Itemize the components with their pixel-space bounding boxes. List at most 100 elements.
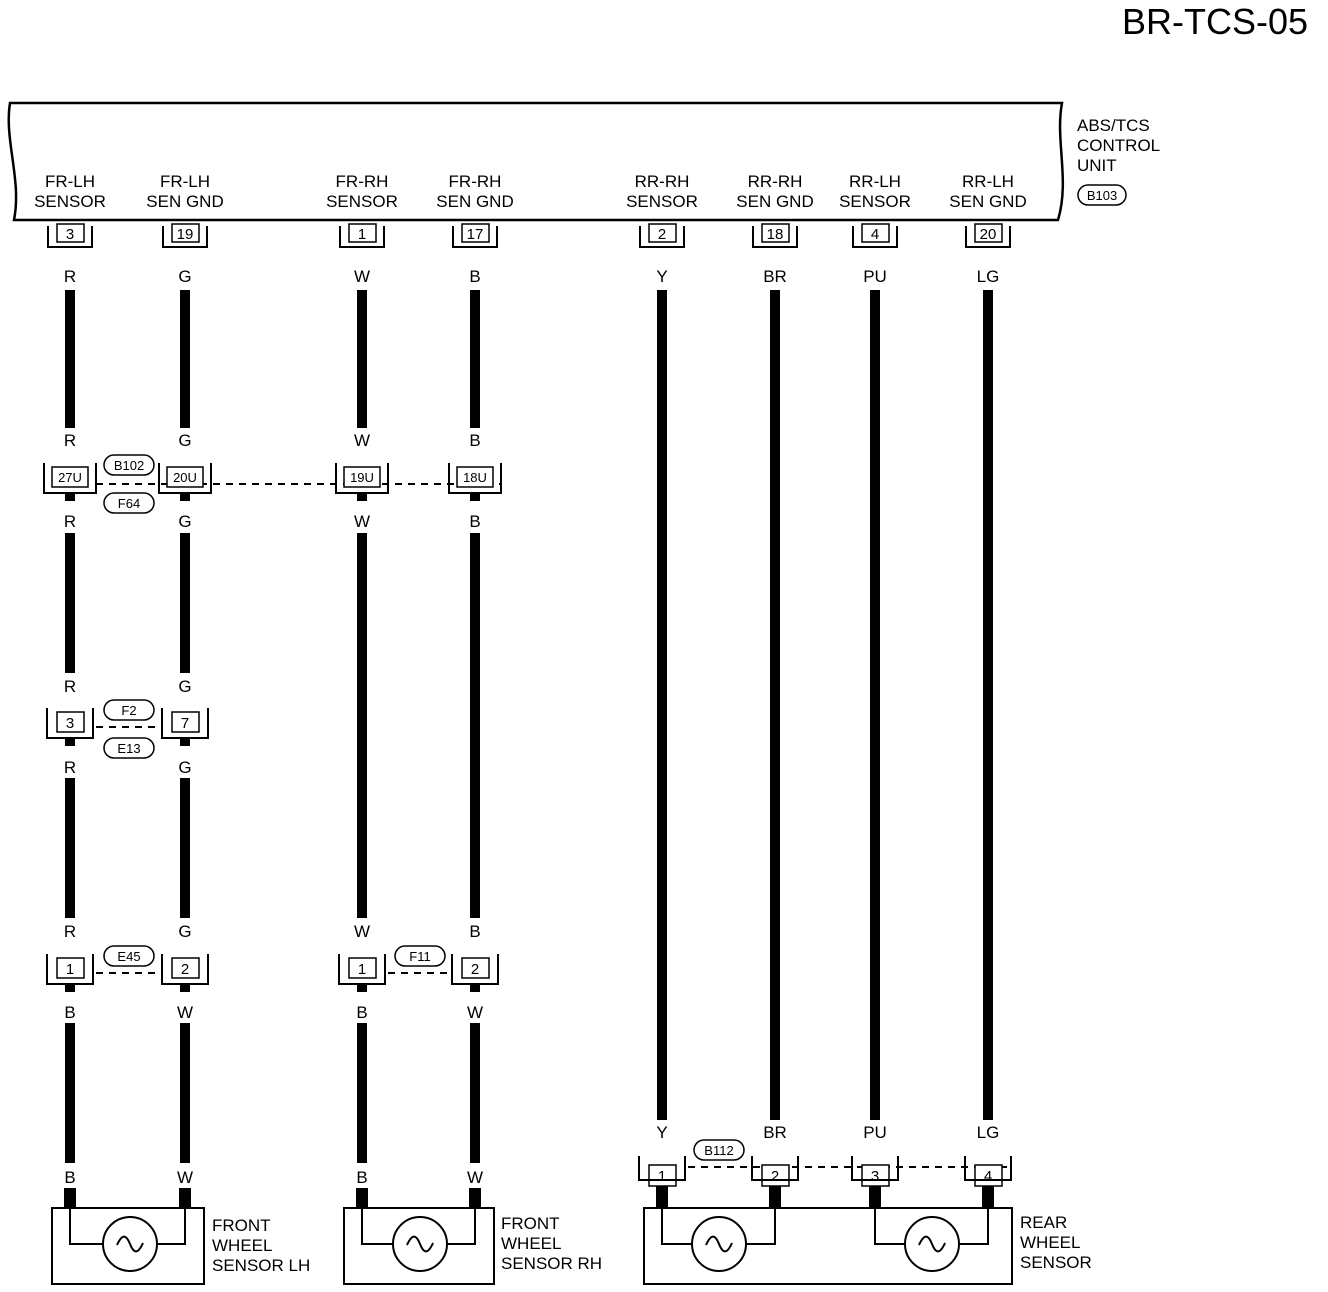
b102-pin-20u: 20U [158, 463, 212, 501]
f2-pin-7: 7 [161, 708, 209, 746]
b102-pin-18u: 18U [448, 463, 502, 501]
cu-wire-color-y: Y [656, 267, 667, 286]
abs-tcs-control-unit: ABS/TCS CONTROL UNIT B103 FR-LH SENSOR F… [7, 101, 1160, 222]
b102-pin-19u-label: 19U [350, 470, 374, 485]
cu-pin-3: 3 R [47, 223, 93, 286]
terminal-fr-lh-sen-gnd-name-1: FR-LH [160, 172, 210, 191]
cu-wire-color-br: BR [763, 267, 787, 286]
connector-tag-f2: F2 [103, 699, 155, 721]
rear-name-3: SENSOR [1020, 1253, 1092, 1272]
f11-pin-1-label: 1 [358, 961, 366, 978]
e45-below-b: B [64, 1003, 75, 1022]
e13-below-g: G [178, 758, 191, 777]
b112-pin-2-label: 2 [771, 1168, 779, 1185]
f64-below-w: W [354, 512, 370, 531]
b102-above-b: B [469, 431, 480, 450]
front-rh-name-1: FRONT [501, 1214, 560, 1233]
cu-wire-color-pu: PU [863, 267, 887, 286]
f11-pin-2-label: 2 [471, 961, 479, 978]
connector-tag-f64: F64 [103, 492, 155, 514]
control-unit-name-line-2: CONTROL [1077, 136, 1160, 155]
b112-pin-4-label: 4 [984, 1168, 992, 1185]
b102-pin-27u: 27U [43, 463, 97, 501]
f2-pin-7-label: 7 [181, 715, 189, 732]
cu-pin-4: 4 PU [852, 223, 898, 286]
rear-name-1: REAR [1020, 1213, 1067, 1232]
front-wheel-sensor-lh: B W FRONT WHEEL SENSOR LH [51, 1168, 310, 1285]
e13-below-r: R [64, 758, 76, 777]
b112-above-br: BR [763, 1123, 787, 1142]
cu-wire-color-g: G [178, 267, 191, 286]
e45-above-r: R [64, 922, 76, 941]
terminal-rr-lh-sensor-name-1: RR-LH [849, 172, 901, 191]
cu-pin-19: 19 G [162, 223, 208, 286]
front-rh-sensor-box [343, 1207, 495, 1285]
front-lh-wire-b: B [64, 1168, 75, 1187]
connector-tag-e13: E13 [103, 737, 155, 759]
connector-tag-b103: B103 [1077, 184, 1127, 206]
terminal-fr-lh-sensor-name-2: SENSOR [34, 192, 106, 211]
terminal-fr-rh-sen-gnd-name-1: FR-RH [449, 172, 502, 191]
connector-tag-b102: B102 [103, 454, 155, 476]
front-rh-name-3: SENSOR RH [501, 1254, 602, 1273]
connector-tag-e45: E45 [103, 945, 155, 967]
cu-pin-20: 20 LG [965, 223, 1011, 286]
front-lh-sensor-box [51, 1207, 205, 1285]
b112-above-y: Y [656, 1123, 667, 1142]
e45-pin-1-label: 1 [66, 961, 74, 978]
terminal-fr-rh-sensor-name-1: FR-RH [336, 172, 389, 191]
cu-wire-color-lg: LG [977, 267, 1000, 286]
terminal-fr-lh-sen-gnd-name-2: SEN GND [146, 192, 223, 211]
e45-pin-2-label: 2 [181, 961, 189, 978]
f11-pin-1: 1 [338, 954, 386, 992]
wires [65, 290, 993, 1163]
connector-tag-f64-label: F64 [118, 496, 140, 511]
cu-pin-19-label: 19 [177, 226, 194, 243]
connector-e45: 1 2 E45 R G B W [46, 922, 209, 1022]
f11-below-b: B [356, 1003, 367, 1022]
connector-f2-e13: 3 7 F2 E13 R G R G [46, 677, 209, 777]
terminal-rr-rh-sensor-name-2: SENSOR [626, 192, 698, 211]
f11-above-w: W [354, 922, 370, 941]
terminal-fr-rh-sensor-name-2: SENSOR [326, 192, 398, 211]
b112-above-pu: PU [863, 1123, 887, 1142]
front-rh-wire-w: W [467, 1168, 483, 1187]
connector-tag-f11: F11 [394, 945, 446, 967]
rear-sensor-box [643, 1207, 1013, 1285]
control-unit-name-line-3: UNIT [1077, 156, 1117, 175]
b112-pin-1-label: 1 [658, 1168, 666, 1185]
cu-pin-2: 2 Y [639, 223, 685, 286]
terminal-fr-lh-sensor-name-1: FR-LH [45, 172, 95, 191]
front-rh-name-2: WHEEL [501, 1234, 561, 1253]
cu-pin-17-label: 17 [467, 226, 484, 243]
rear-name-2: WHEEL [1020, 1233, 1080, 1252]
terminal-rr-lh-sensor-name-2: SENSOR [839, 192, 911, 211]
connector-tag-b103-label: B103 [1087, 188, 1117, 203]
cu-wire-color-r: R [64, 267, 76, 286]
cu-pin-18: 18 BR [752, 223, 798, 286]
f2-above-r: R [64, 677, 76, 696]
b102-above-w: W [354, 431, 370, 450]
rear-wheel-sensor: REAR WHEEL SENSOR [643, 1186, 1092, 1285]
front-lh-name-1: FRONT [212, 1216, 271, 1235]
b112-pin-1: 1 [638, 1156, 686, 1187]
f64-below-r: R [64, 512, 76, 531]
f11-pin-2: 2 [451, 954, 499, 992]
cu-pin-17: 17 B [452, 223, 498, 286]
b112-pin-3-label: 3 [871, 1168, 879, 1185]
b112-pin-2: 2 [751, 1156, 799, 1187]
e45-pin-2: 2 [161, 954, 209, 992]
connector-tag-f2-label: F2 [121, 703, 136, 718]
connector-f11: 1 2 F11 W B B W [338, 922, 499, 1022]
b102-above-g: G [178, 431, 191, 450]
front-wheel-sensor-rh: B W FRONT WHEEL SENSOR RH [343, 1168, 602, 1285]
terminal-fr-rh-sen-gnd-name-2: SEN GND [436, 192, 513, 211]
front-lh-name-2: WHEEL [212, 1236, 272, 1255]
terminal-rr-lh-sen-gnd-name-1: RR-LH [962, 172, 1014, 191]
b112-pin-3: 3 [851, 1156, 899, 1187]
connector-tag-e13-label: E13 [117, 741, 140, 756]
cu-pin-1-label: 1 [358, 226, 366, 243]
b102-pin-27u-label: 27U [58, 470, 82, 485]
connector-tag-f11-label: F11 [409, 949, 430, 964]
connector-b112: 1 2 3 4 B112 Y BR PU LG [638, 1123, 1012, 1187]
